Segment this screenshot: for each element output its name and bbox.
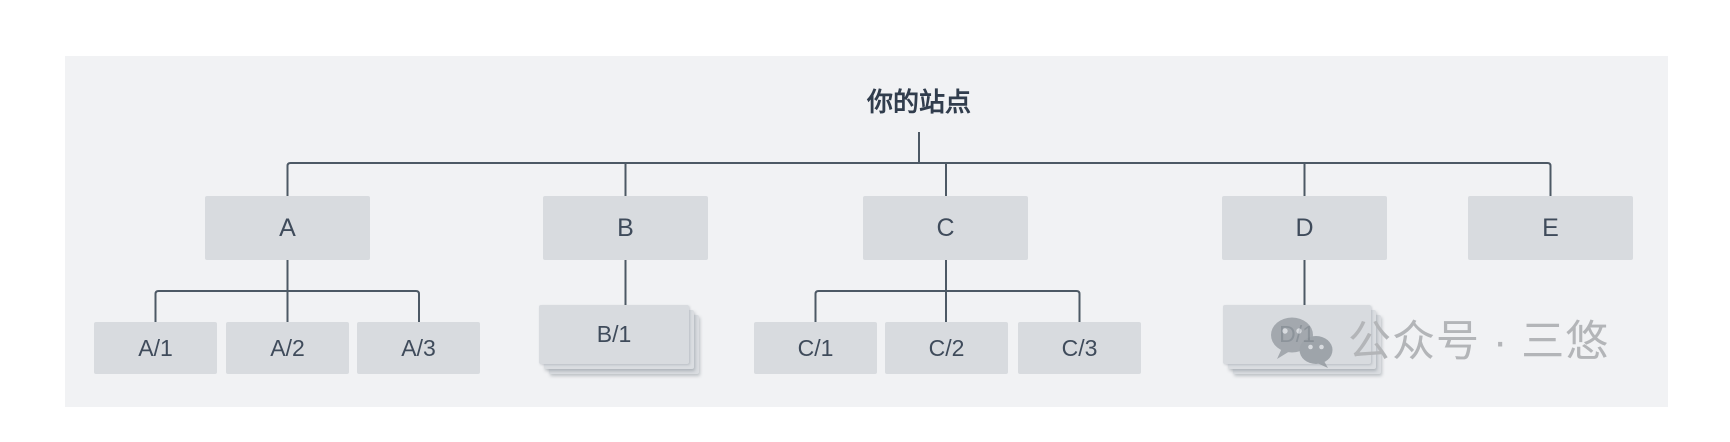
node-d: D <box>1222 196 1387 260</box>
node-b1-stack: B/1 <box>539 305 699 374</box>
node-c1: C/1 <box>754 322 877 374</box>
node-a2: A/2 <box>226 322 349 374</box>
node-c2: C/2 <box>885 322 1008 374</box>
node-e: E <box>1468 196 1633 260</box>
connector-c-rail <box>814 290 1081 322</box>
connector-a-rail <box>154 290 420 322</box>
node-b1: B/1 <box>539 305 689 364</box>
node-a1: A/1 <box>94 322 217 374</box>
root-node-label: 你的站点 <box>866 87 971 117</box>
node-a: A <box>205 196 370 260</box>
node-d1-stack: D/1 <box>1223 305 1381 374</box>
node-b: B <box>543 196 708 260</box>
node-a3: A/3 <box>357 322 480 374</box>
node-d1: D/1 <box>1223 305 1371 364</box>
node-c3: C/3 <box>1018 322 1141 374</box>
connector-main-rail <box>286 162 1552 196</box>
node-c: C <box>863 196 1028 260</box>
